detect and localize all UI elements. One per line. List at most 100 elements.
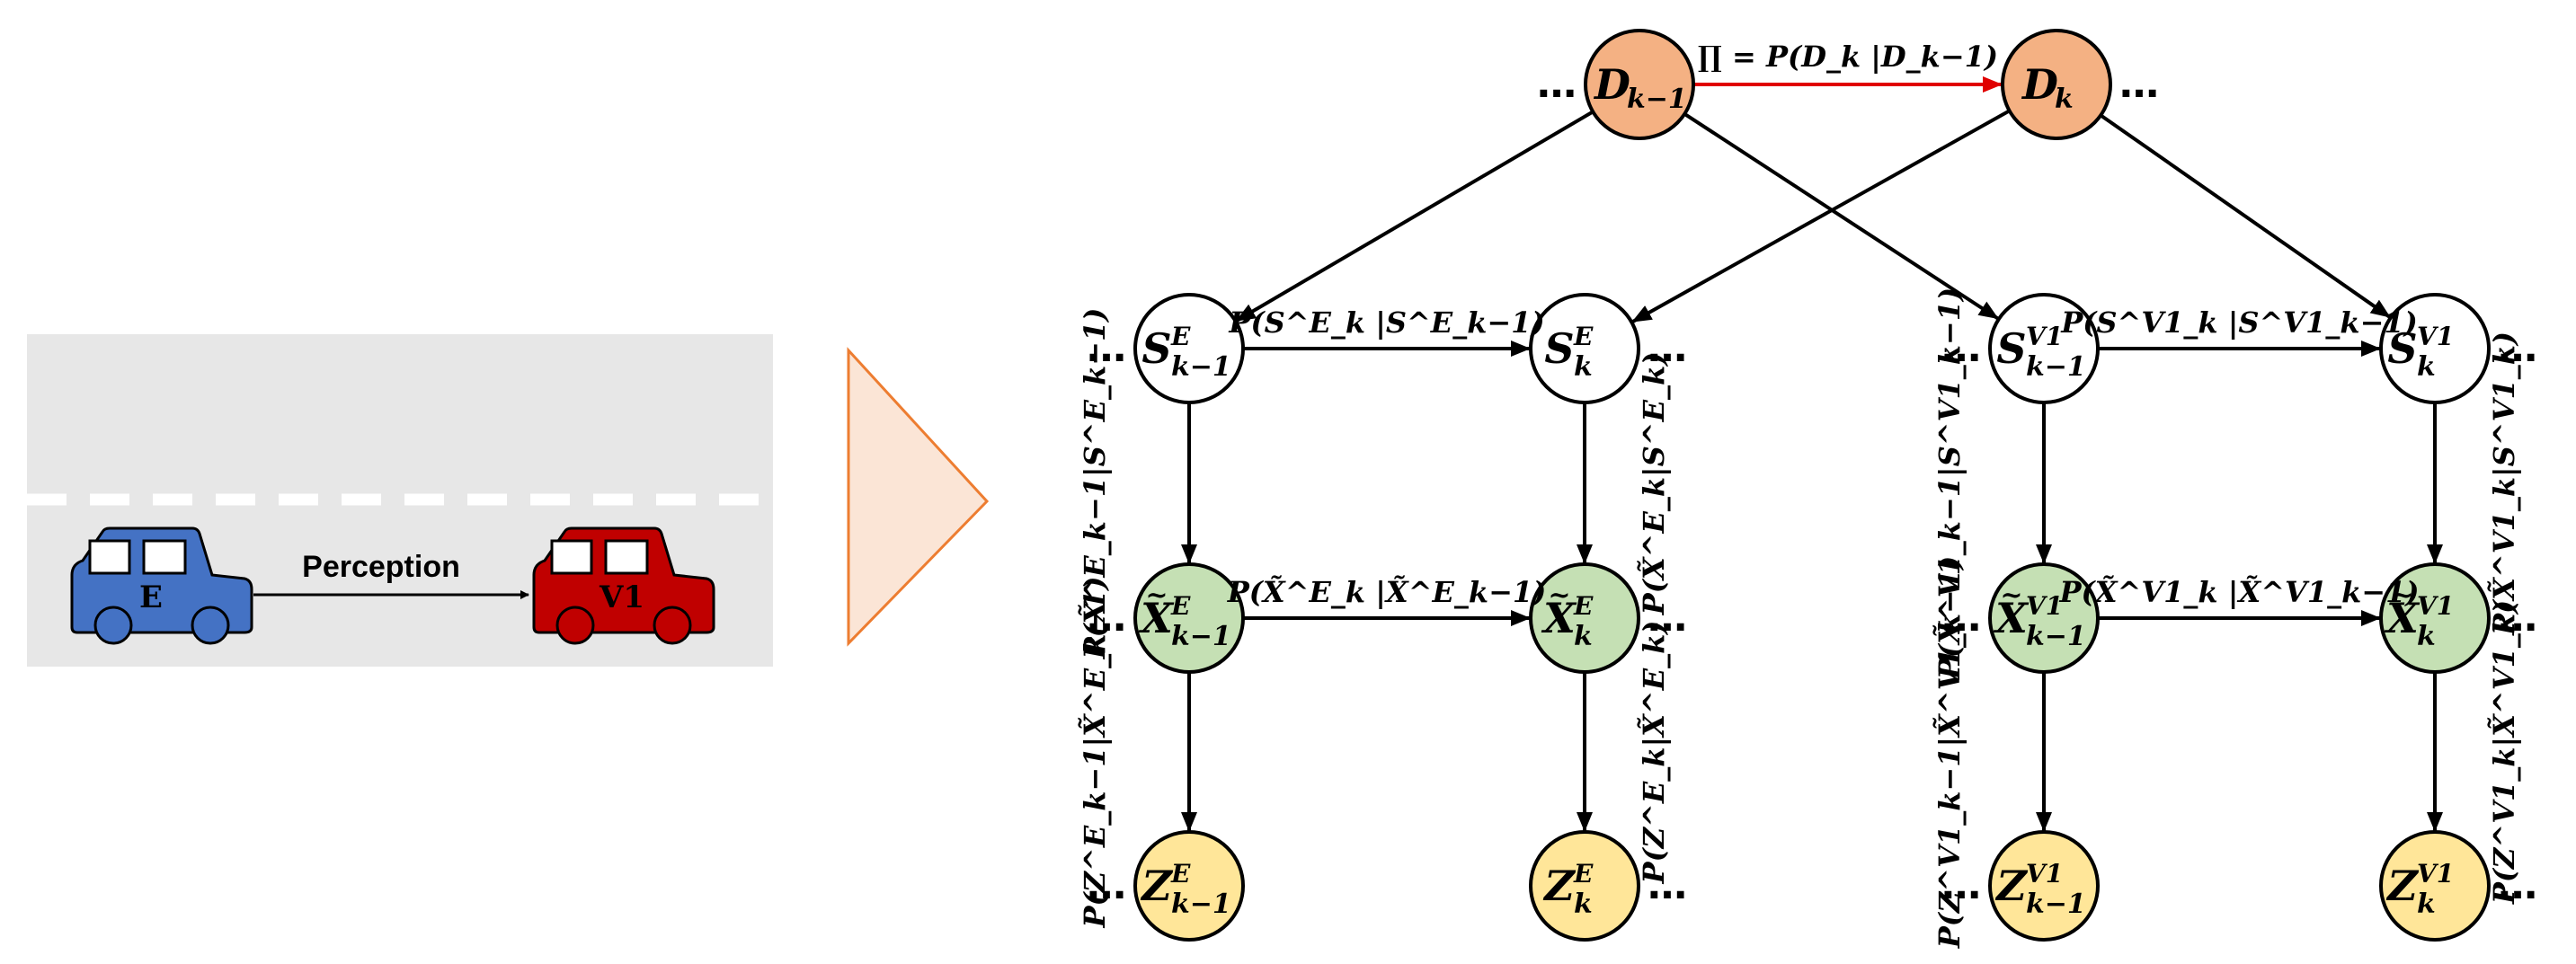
- target-car-label: V1: [599, 579, 644, 615]
- edge-label-XV_prev-to-XV_k: P(X̃^V1_k |X̃^V1_k−1): [2058, 575, 2419, 609]
- node-symbol-SE_prev: S: [1141, 324, 1171, 373]
- node-symbol-ZV_k: Z: [2385, 862, 2419, 910]
- node-symbol-XV_k: X: [2384, 594, 2421, 642]
- edge-label-XV_k-to-ZV_k: P(Z^V1_k|X̃^V1_k): [2487, 600, 2521, 905]
- node-XV_k: X~V1k…: [2379, 562, 2537, 674]
- ellipsis-right-ZE_k: …: [1648, 862, 1687, 908]
- node-symbol-ZE_k: Z: [1542, 862, 1576, 910]
- node-subscript-D_k: k: [2055, 84, 2074, 115]
- node-XE_prev: X~Ek−1…: [1087, 562, 1245, 674]
- ego-car: E: [70, 526, 253, 645]
- edge-labels-layer: ∏ = P(D_k |D_k−1) P(S^E_k |S^E_k−1) P(S^V1…: [1078, 40, 2521, 949]
- node-symbol-D_prev: D: [1593, 60, 1630, 109]
- node-symbol-ZV_prev: Z: [1994, 862, 2028, 910]
- edge-label-SE_prev-to-XE_prev: P(X̃^E_k−1|S^E_k−1): [1078, 308, 1112, 660]
- node-superscript-ZV_prev: V1: [2026, 859, 2063, 889]
- edge-label-XE_prev-to-XE_k: P(X̃^E_k |X̃^E_k−1): [1227, 575, 1547, 609]
- node-superscript-SE_prev: E: [1170, 322, 1191, 351]
- ellipsis-left-ZV_prev: …: [1941, 862, 1981, 908]
- node-circle-ZV_prev: [1988, 830, 2100, 942]
- ego-car-wheel-front: [93, 606, 133, 645]
- node-tilde-XV_k: ~: [2391, 579, 2413, 611]
- node-superscript-XV_prev: V1: [2026, 591, 2063, 621]
- ellipsis-left-SE_prev: …: [1087, 325, 1126, 371]
- edge-label-D_prev-to-D_k: ∏ = P(D_k |D_k−1): [1698, 40, 1998, 74]
- node-subscript-SE_k: k: [1574, 351, 1593, 383]
- target-car-wheel-front: [555, 606, 595, 645]
- ego-car-label: E: [139, 579, 163, 615]
- ego-car-window-rear: [142, 539, 187, 575]
- node-symbol-SV_k: S: [2387, 324, 2417, 373]
- node-tilde-XE_prev: ~: [1145, 579, 1168, 611]
- node-XE_k: X~Ek…: [1529, 562, 1687, 674]
- edge-D_prev-to-SE_prev: [1235, 110, 1594, 323]
- ellipsis-left-SV_prev: …: [1941, 325, 1981, 371]
- edge-label-XV_prev-to-ZV_prev: P(Z^V1_k−1|X̃^V1_k−1): [1932, 556, 1967, 949]
- edge-label-SV_prev-to-XV_prev: P(X̃^V1_k−1|S^V1_k−1): [1932, 287, 1967, 680]
- node-superscript-XE_prev: E: [1170, 591, 1191, 621]
- node-circle-ZE_prev: [1133, 830, 1245, 942]
- node-symbol-XV_prev: X: [1993, 594, 2030, 642]
- node-circle-XV_prev: [1988, 562, 2100, 674]
- road-scene: E Perception V1: [27, 334, 773, 667]
- target-car-window-rear: [604, 539, 649, 575]
- node-symbol-ZE_prev: Z: [1140, 862, 1173, 910]
- node-XV_prev: X~V1k−1 …: [1941, 562, 2100, 674]
- flow-arrow-triangle: [847, 347, 990, 647]
- edge-label-XE_prev-to-ZE_prev: P(Z^E_k−1|X̃^E_k−1): [1078, 576, 1112, 928]
- ellipsis-left-XV_prev: …: [1941, 595, 1981, 641]
- node-circle-XE_prev: [1133, 562, 1245, 674]
- ellipsis-right-SV_k: …: [2498, 325, 2537, 371]
- edge-label-SV_k-to-XV_k: P(X̃^V1_k|S^V1_k): [2487, 332, 2521, 636]
- node-symbol-XE_k: X: [1541, 594, 1577, 642]
- ellipsis-right-XV_k: …: [2498, 595, 2537, 641]
- ellipsis-right-XE_k: …: [1648, 595, 1687, 641]
- node-superscript-ZE_k: E: [1573, 859, 1594, 889]
- node-superscript-ZE_prev: E: [1170, 859, 1191, 889]
- edges-layer: [1181, 76, 2443, 832]
- node-subscript-XV_k: k: [2417, 621, 2436, 652]
- node-subscript-XV_prev: k−1: [2026, 621, 2086, 652]
- node-symbol-SE_k: S: [1544, 324, 1574, 373]
- node-D_k: Dk…: [2001, 29, 2159, 140]
- ellipsis-right-SE_k: …: [1648, 325, 1687, 371]
- node-subscript-XE_k: k: [1574, 621, 1593, 652]
- node-circle-ZE_k: [1529, 830, 1640, 942]
- edge-D_prev-to-SV_prev: [1683, 112, 2000, 321]
- node-superscript-XE_k: E: [1573, 591, 1594, 621]
- ellipsis-left-ZE_prev: …: [1087, 862, 1126, 908]
- edge-label-SE_k-to-XE_k: P(X̃^E_k|S^E_k): [1637, 352, 1671, 616]
- node-superscript-SE_k: E: [1573, 322, 1594, 351]
- edge-D_k-to-SV_k: [2100, 113, 2392, 319]
- ego-car-window-front: [88, 539, 131, 575]
- ego-car-wheel-rear: [191, 606, 230, 645]
- ellipsis-left-XE_prev: …: [1087, 595, 1126, 641]
- node-circle-XV_k: [2379, 562, 2491, 674]
- node-circle-D_k: [2001, 29, 2112, 140]
- node-subscript-SV_k: k: [2417, 351, 2436, 383]
- target-car-window-front: [550, 539, 593, 575]
- node-tilde-XV_prev: ~: [2000, 579, 2022, 611]
- node-circle-SE_prev: [1133, 293, 1245, 404]
- node-circle-D_prev: [1584, 29, 1695, 140]
- edge-label-XE_k-to-ZE_k: P(Z^E_k|X̃^E_k): [1637, 621, 1671, 885]
- target-car-wheel-rear: [653, 606, 692, 645]
- node-subscript-SE_prev: k−1: [1171, 351, 1231, 383]
- edge-label-SV_prev-to-SV_k: P(S^V1_k |S^V1_k−1): [2060, 305, 2418, 340]
- node-circle-SE_k: [1529, 293, 1640, 404]
- edge-label-SE_prev-to-SE_k: P(S^E_k |S^E_k−1): [1228, 305, 1544, 340]
- node-subscript-XE_prev: k−1: [1171, 621, 1231, 652]
- edge-D_k-to-SE_k: [1631, 109, 2011, 323]
- node-circle-XE_k: [1529, 562, 1640, 674]
- node-circle-SV_prev: [1988, 293, 2100, 404]
- node-circle-SV_k: [2379, 293, 2491, 404]
- node-subscript-SV_prev: k−1: [2026, 351, 2086, 383]
- node-symbol-SV_prev: S: [1996, 324, 2026, 373]
